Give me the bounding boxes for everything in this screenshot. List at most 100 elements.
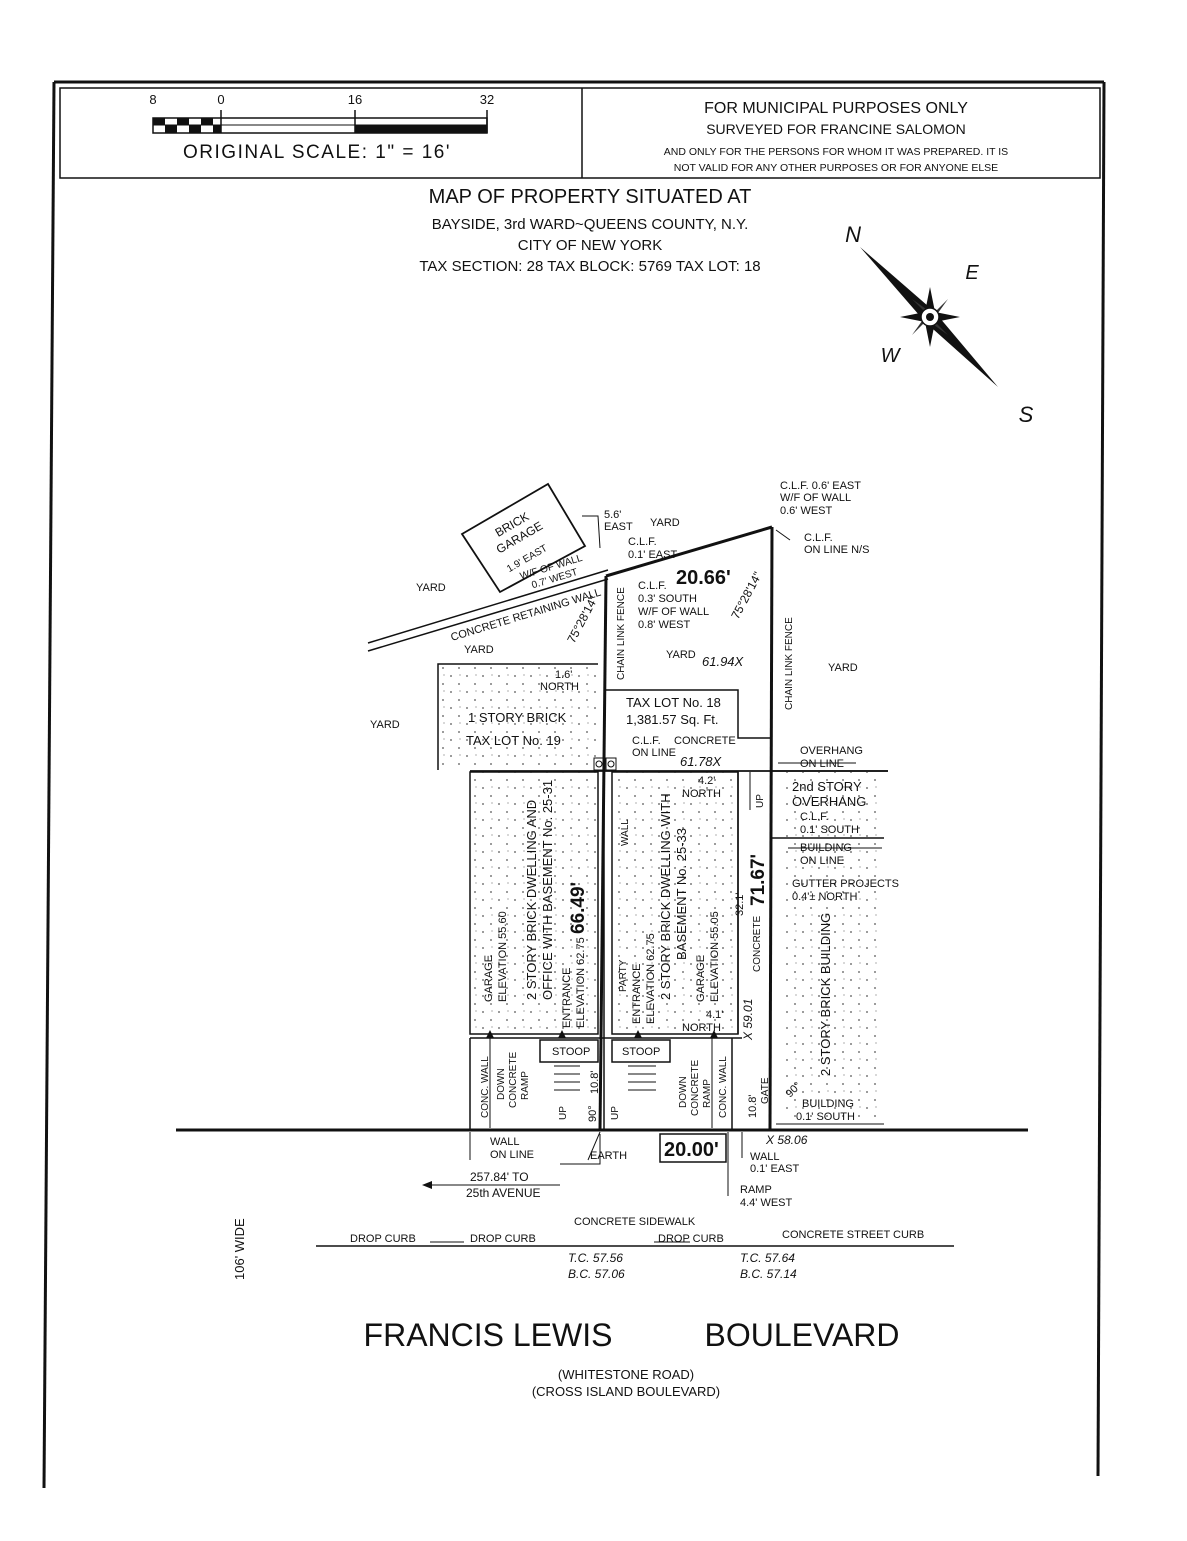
clf-label: C.L.F. [638, 580, 667, 592]
overhang-label: OVERHANG [792, 794, 866, 809]
elevation-markers [422, 1030, 718, 1189]
lot18-label: TAX LOT No. 18 [626, 695, 721, 710]
title-line1: MAP OF PROPERTY SITUATED AT [429, 186, 752, 208]
scale-tick: 16 [348, 92, 362, 107]
clf-label: 0.8' WEST [638, 619, 691, 631]
drop-curb-label: DROP CURB [658, 1233, 724, 1245]
map-title: MAP OF PROPERTY SITUATED AT BAYSIDE, 3rd… [419, 186, 760, 275]
curb-elevation: T.C. 57.56 [568, 1251, 623, 1265]
scale-tick: 0 [217, 92, 224, 107]
street-alt-name: (CROSS ISLAND BOULEVARD) [532, 1384, 720, 1399]
yard-label: YARD [828, 662, 858, 674]
angle-label: 75°28'14" [728, 569, 764, 621]
ramp-label: RAMP [702, 1079, 713, 1108]
title-line2: BAYSIDE, 3rd WARD~QUEENS COUNTY, N.Y. [432, 216, 749, 233]
lot18-area: 1,381.57 Sq. Ft. [626, 712, 719, 727]
yard-label: YARD [666, 649, 696, 661]
building-line-label: 0.1' SOUTH [796, 1111, 855, 1123]
ramp-label: DOWN [496, 1068, 507, 1100]
lot19-label: TAX LOT No. 19 [466, 733, 561, 748]
survey-labels: BRICK GARAGE 1.9' EAST W/F OF WALL 0.7' … [232, 480, 924, 1399]
page-frame [42, 80, 1106, 1489]
offset-label: 1.6' [555, 669, 572, 681]
yard-label: YARD [416, 582, 446, 594]
yard-label: YARD [650, 517, 680, 529]
clf-label: C.L.F. [632, 735, 661, 747]
notice-line2: SURVEYED FOR FRANCINE SALOMON [706, 121, 966, 137]
yard-label: YARD [370, 719, 400, 731]
wall-online-label: WALL [490, 1136, 520, 1148]
offset-label: 4.1' [706, 1009, 723, 1021]
up-label: UP [610, 1106, 621, 1120]
wall-online-label: ON LINE [490, 1149, 534, 1161]
wall-label: WALL [620, 819, 631, 846]
front-offset: 10.8' [747, 1094, 759, 1118]
spot-elevation: X 59.01 [741, 999, 755, 1041]
entrance-elevation: ELEVATION 62.75 [645, 933, 657, 1024]
notice-line4: NOT VALID FOR ANY OTHER PURPOSES OR FOR … [674, 162, 998, 174]
depth-dimension: 32.1' [734, 892, 746, 916]
sidewalk-label: CONCRETE SIDEWALK [574, 1216, 696, 1228]
building-line-label: BUILDING [802, 1098, 854, 1110]
title-line3: CITY OF NEW YORK [518, 237, 662, 254]
ramp-offset: RAMP [740, 1184, 772, 1196]
drop-curb-label: DROP CURB [350, 1233, 416, 1245]
ramp-label: DOWN [678, 1076, 689, 1108]
drop-curb-label: DROP CURB [470, 1233, 536, 1245]
front-offset: 10.8' [589, 1070, 601, 1094]
fence-label: CHAIN LINK FENCE [784, 617, 795, 710]
street-width: 106' WIDE [232, 1218, 247, 1280]
distance-label: 25th AVENUE [466, 1186, 540, 1200]
clf-label: 0.1' EAST [628, 549, 677, 561]
dwelling-label: OFFICE WITH BASEMENT No. 25-31 [540, 780, 555, 1000]
offset-label: 4.2' [698, 775, 715, 787]
wall-label: CONC. WALL [718, 1056, 729, 1118]
scale-caption: ORIGINAL SCALE: 1" = 16' [183, 142, 451, 163]
clf-label: W/F OF WALL [780, 492, 851, 504]
clf-label: C.L.F. 0.6' EAST [780, 480, 861, 492]
garage-elevation: ELEVATION 55.60 [497, 911, 509, 1002]
compass-n: N [845, 222, 861, 247]
wall-offset: WALL [750, 1151, 780, 1163]
clf-label: ON LINE [632, 747, 676, 759]
scale-bar: 8 0 16 32 ORIGINAL SCALE: 1" = 16' [149, 92, 494, 163]
spot-elevation: 61.78X [680, 754, 723, 769]
wall-label: CONC. WALL [480, 1056, 491, 1118]
scale-tick: 32 [480, 92, 494, 107]
up-label: UP [558, 1106, 569, 1120]
street-alt-name: (WHITESTONE ROAD) [558, 1367, 694, 1382]
notice-line3: AND ONLY FOR THE PERSONS FOR WHOM IT WAS… [664, 146, 1008, 158]
entrance-elevation: ENTRANCE [631, 963, 643, 1024]
front-dimension: 20.00' [664, 1139, 719, 1161]
garage-elevation: ELEVATION 55.05 [709, 911, 721, 1002]
offset-label: EAST [604, 521, 633, 533]
entrance-elevation: ELEVATION 62.75 [575, 937, 587, 1028]
compass-s: S [1019, 402, 1034, 427]
earth-label: EARTH [590, 1150, 627, 1162]
street-name: BOULEVARD [704, 1317, 899, 1353]
street-name: FRANCIS LEWIS [364, 1317, 613, 1353]
building-hatching [438, 664, 882, 1122]
compass-e: E [965, 262, 979, 284]
garage-elevation: GARAGE [483, 955, 495, 1002]
curb-elevation: B.C. 57.14 [740, 1267, 797, 1281]
offset-label: 5.6' [604, 509, 621, 521]
wall-offset: 0.1' EAST [750, 1163, 799, 1175]
overhang-label: ON LINE [800, 758, 844, 770]
spot-elevation: X 58.06 [765, 1133, 808, 1147]
ramp-offset: 4.4' WEST [740, 1197, 793, 1209]
neighbor-building: 2 STORY BRICK BUILDING [818, 913, 833, 1076]
fence-label: CHAIN LINK FENCE [616, 587, 627, 680]
yard-label: YARD [464, 644, 494, 656]
building-line-label: ON LINE [800, 855, 844, 867]
overhang-label: 2nd STORY [792, 779, 862, 794]
clf-label: 0.1' SOUTH [800, 824, 859, 836]
ramp-label: CONCRETE [508, 1052, 519, 1108]
scale-tick: 8 [149, 92, 156, 107]
concrete-label: CONCRETE [674, 735, 736, 747]
building-dimension: 66.49' [568, 882, 589, 934]
gutter-label: GUTTER PROJECTS [792, 878, 899, 890]
compass-w: W [881, 345, 902, 367]
